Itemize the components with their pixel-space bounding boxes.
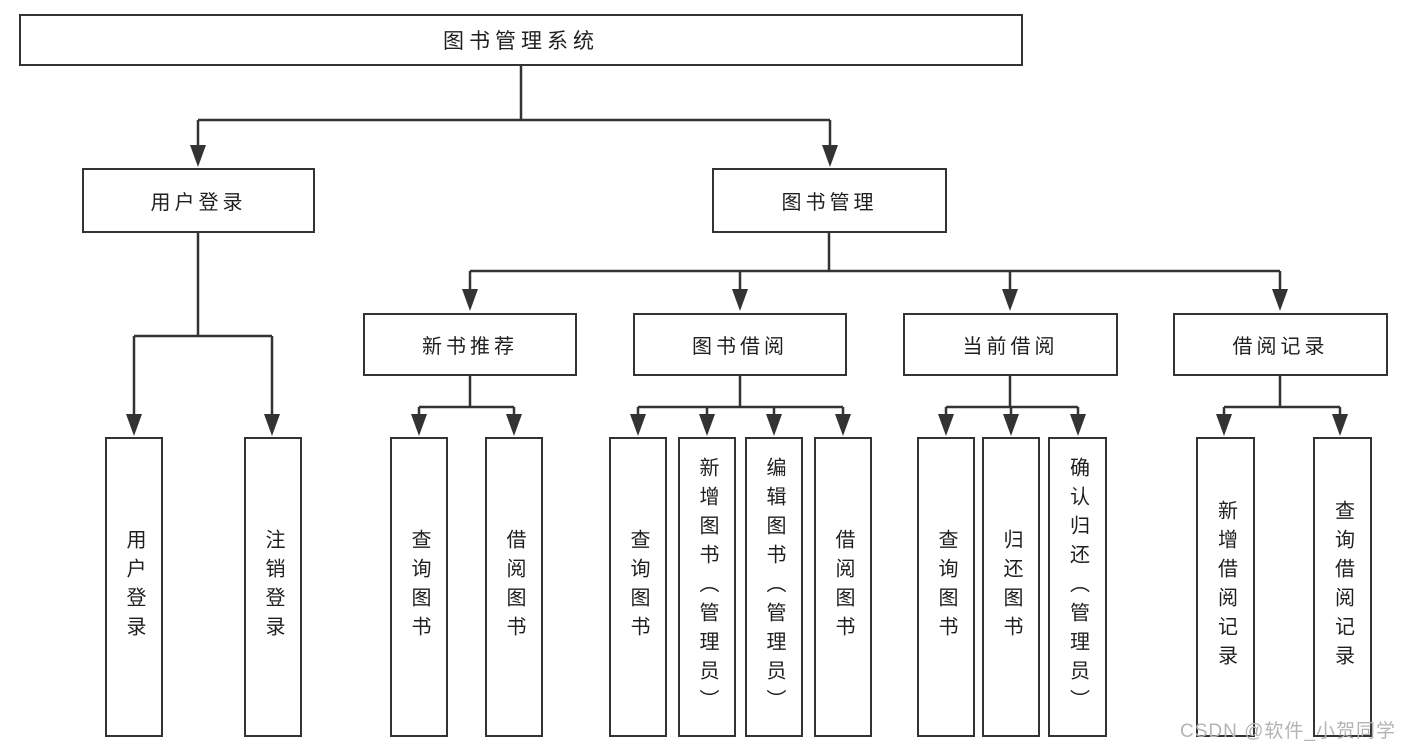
node-new-book-recommend-label: 新书推荐 [422,336,518,358]
leaf-add-books-admin-label: 新增图书（管理员） [696,456,718,718]
node-current-borrowing: 当前借阅 [903,313,1118,376]
leaf-query-books-recommend: 查询图书 [390,437,448,737]
watermark: CSDN @软件_小贺同学 [1180,721,1396,742]
leaf-confirm-return-admin: 确认归还（管理员） [1048,437,1107,737]
leaf-borrow-books-recommend: 借阅图书 [485,437,543,737]
leaf-query-books-borrowing-label: 查询图书 [627,529,649,645]
leaf-query-books-borrowing: 查询图书 [609,437,667,737]
leaf-edit-books-admin-label: 编辑图书（管理员） [763,456,785,718]
node-book-management-label: 图书管理 [781,192,878,214]
leaf-query-books-recommend-label: 查询图书 [408,529,430,645]
leaf-return-books-label: 归还图书 [1000,529,1022,645]
leaf-add-borrow-record: 新增借阅记录 [1196,437,1255,737]
leaf-query-borrow-record: 查询借阅记录 [1313,437,1372,737]
node-new-book-recommend: 新书推荐 [363,313,577,376]
leaf-borrow-books-recommend-label: 借阅图书 [503,529,525,645]
leaf-query-books-current-label: 查询图书 [935,529,957,645]
leaf-add-borrow-record-label: 新增借阅记录 [1214,500,1237,674]
leaf-edit-books-admin: 编辑图书（管理员） [745,437,803,737]
leaf-borrow-books-borrowing: 借阅图书 [814,437,872,737]
leaf-user-login-label: 用户登录 [123,529,145,645]
node-book-borrowing: 图书借阅 [633,313,847,376]
leaf-user-login: 用户登录 [105,437,163,737]
node-book-management: 图书管理 [712,168,947,233]
leaf-add-books-admin: 新增图书（管理员） [678,437,736,737]
leaf-logout: 注销登录 [244,437,302,737]
leaf-return-books: 归还图书 [982,437,1040,737]
node-user-login: 用户登录 [82,168,315,233]
leaf-logout-label: 注销登录 [262,529,284,645]
leaf-query-borrow-record-label: 查询借阅记录 [1331,500,1354,674]
node-borrowing-records: 借阅记录 [1173,313,1388,376]
arrowheads [126,145,1348,436]
connector-paths [132,66,1342,416]
node-book-borrowing-label: 图书借阅 [692,336,788,358]
leaf-borrow-books-borrowing-label: 借阅图书 [832,529,854,645]
node-root-label: 图书管理系统 [443,30,599,53]
node-user-login-label: 用户登录 [150,192,247,214]
leaf-confirm-return-admin-label: 确认归还（管理员） [1066,456,1089,718]
node-current-borrowing-label: 当前借阅 [962,336,1059,358]
node-borrowing-records-label: 借阅记录 [1232,336,1329,358]
leaf-query-books-current: 查询图书 [917,437,975,737]
node-root: 图书管理系统 [19,14,1023,66]
